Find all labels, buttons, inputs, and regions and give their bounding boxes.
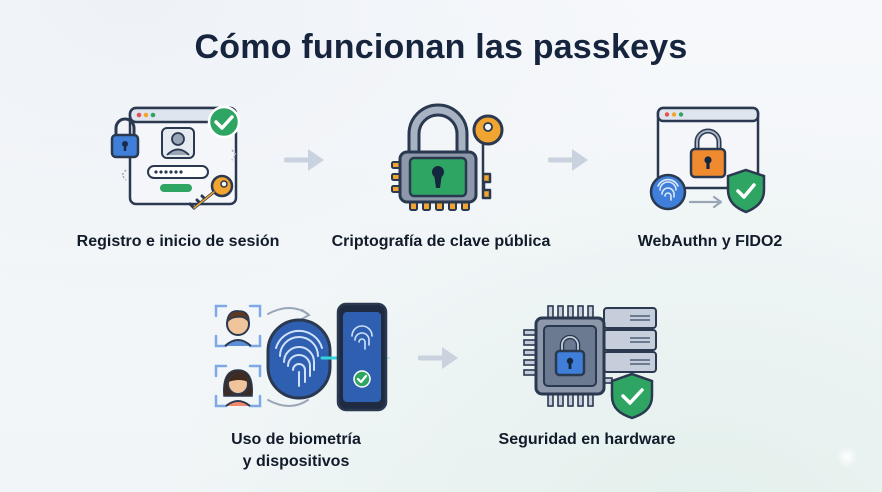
- login-form-icon: [110, 105, 241, 211]
- step-label-criptografia: Criptografía de clave pública: [331, 233, 551, 250]
- step-label-biometria-line1: Uso de biometría: [231, 431, 361, 448]
- chip-server-icon: [523, 305, 657, 420]
- arrow-right-icon: [284, 149, 324, 171]
- arrow-right-icon: [418, 347, 458, 369]
- step-label-registro: Registro e inicio de sesión: [76, 233, 280, 250]
- step-label-webauthn: WebAuthn y FIDO2: [637, 233, 783, 250]
- arrow-right-icon: [548, 149, 588, 171]
- fingerprint-phone-icon: [214, 302, 390, 412]
- step-label-biometria-line2: y dispositivos: [242, 453, 350, 470]
- padlock-key-icon: [391, 103, 504, 211]
- page-title: Cómo funcionan las passkeys: [194, 28, 688, 66]
- step-label-biometria: Uso de biometría y dispositivos: [196, 429, 396, 473]
- browser-lock-icon: [649, 106, 766, 214]
- step-label-hardware: Seguridad en hardware: [498, 431, 676, 448]
- sparkle-icon: [836, 446, 858, 468]
